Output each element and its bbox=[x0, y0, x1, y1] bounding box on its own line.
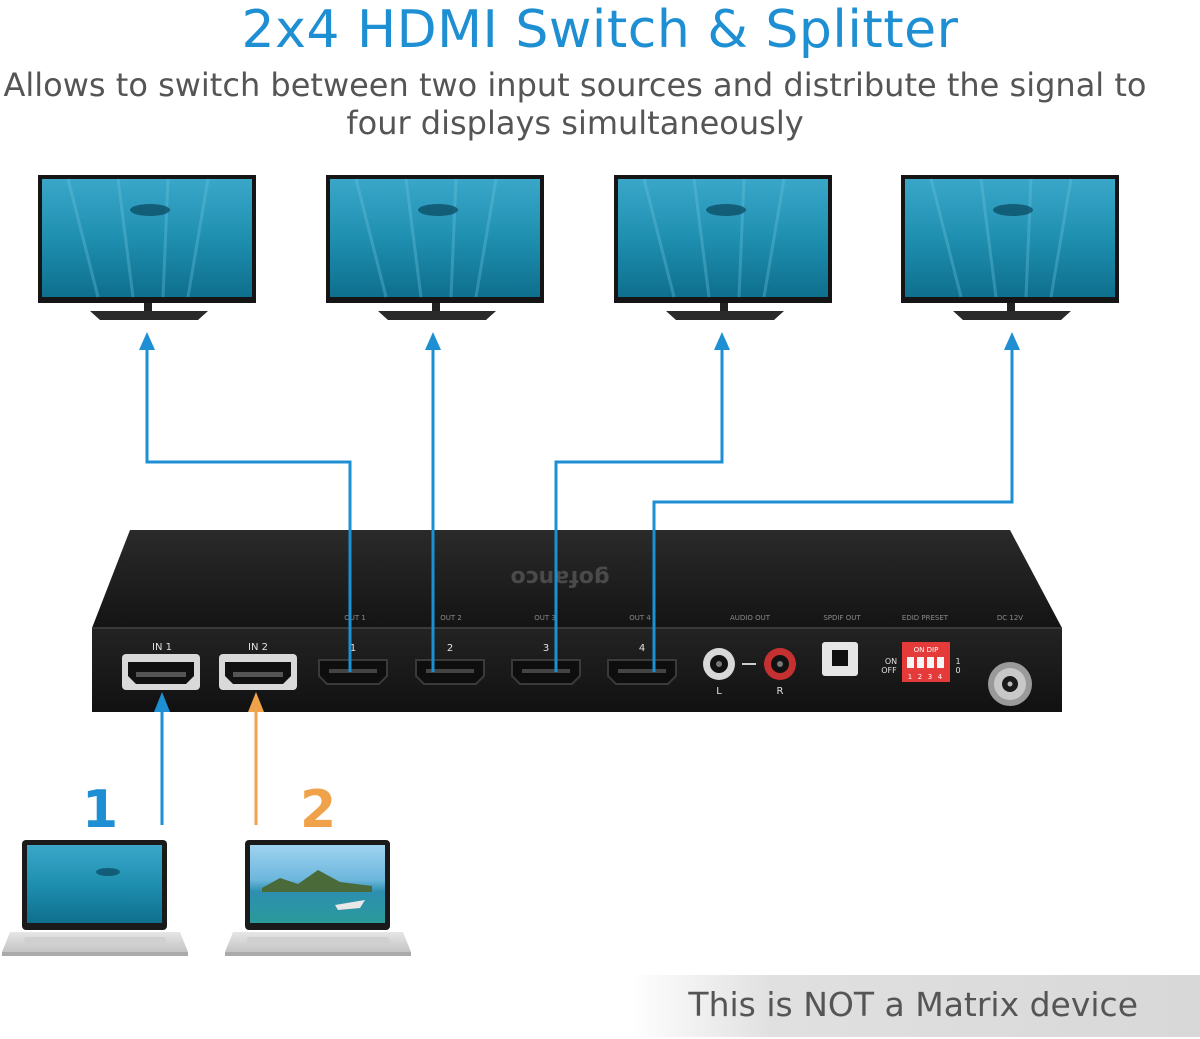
input-1-port bbox=[122, 654, 200, 690]
audio-left-label: L bbox=[716, 686, 722, 697]
edid-label: EDID PRESET bbox=[902, 614, 949, 622]
spdif-label: SPDIF OUT bbox=[823, 614, 861, 622]
arrowhead-display-2 bbox=[425, 332, 441, 350]
footer-banner: This is NOT a Matrix device bbox=[630, 975, 1200, 1037]
dip-off-label: OFF bbox=[881, 666, 897, 675]
dip-number-2: 2 bbox=[918, 673, 922, 681]
subtitle-line-1: Allows to switch between two input sourc… bbox=[3, 66, 1147, 104]
dip-one-label: 1 bbox=[955, 657, 960, 666]
output-2-port bbox=[415, 659, 485, 685]
brand-logo: gofanco bbox=[510, 565, 609, 590]
footer-note: This is NOT a Matrix device bbox=[688, 985, 1138, 1024]
subtitle-line-2: four displays simultaneously bbox=[346, 104, 804, 142]
hdmi-switch-device: gofanco IN 1 IN 2 OUT 1 OUT 2 OUT 3 OUT … bbox=[92, 530, 1062, 712]
dc-label: DC 12V bbox=[997, 614, 1023, 622]
dip-number-1: 1 bbox=[908, 673, 912, 681]
dip-zero-label: 0 bbox=[955, 666, 960, 675]
dc-power-jack bbox=[988, 662, 1032, 706]
output-3-header: OUT 3 bbox=[534, 614, 556, 622]
audio-out-label: AUDIO OUT bbox=[730, 614, 771, 622]
dip-number-3: 3 bbox=[928, 673, 932, 681]
output-1-header: OUT 1 bbox=[344, 614, 366, 622]
output-1-port bbox=[318, 659, 388, 685]
input-1-connection bbox=[154, 692, 170, 825]
input-2-label: IN 2 bbox=[248, 642, 268, 653]
input-1-label: IN 1 bbox=[152, 642, 172, 653]
output-4-label: 4 bbox=[639, 643, 645, 654]
source-2-number: 2 bbox=[300, 780, 337, 840]
output-4-line bbox=[652, 338, 1014, 672]
output-2-label: 2 bbox=[447, 643, 453, 654]
output-3-label: 3 bbox=[543, 643, 549, 654]
display-4 bbox=[899, 173, 1121, 322]
audio-right-jack bbox=[764, 648, 796, 680]
arrowhead-display-3 bbox=[714, 332, 730, 350]
laptop-source-1 bbox=[2, 840, 188, 956]
source-1-number: 1 bbox=[82, 780, 119, 840]
output-2-header: OUT 2 bbox=[440, 614, 462, 622]
dip-title: ON DIP bbox=[914, 646, 939, 654]
audio-left-jack bbox=[703, 648, 735, 680]
output-3-port bbox=[511, 659, 581, 685]
output-arrowheads bbox=[139, 332, 1020, 350]
output-4-header: OUT 4 bbox=[629, 614, 651, 622]
output-3-line bbox=[554, 338, 724, 672]
display-3 bbox=[612, 173, 834, 322]
audio-right-label: R bbox=[777, 686, 784, 697]
page-title: 2x4 HDMI Switch & Splitter bbox=[241, 0, 959, 60]
arrowhead-display-1 bbox=[139, 332, 155, 350]
display-2 bbox=[324, 173, 546, 322]
output-1-line bbox=[145, 338, 352, 672]
output-1-label: 1 bbox=[350, 643, 356, 654]
dip-switch bbox=[902, 642, 950, 682]
dip-on-label: ON bbox=[885, 657, 897, 666]
page-subtitle: Allows to switch between two input sourc… bbox=[0, 66, 1150, 142]
output-connections bbox=[145, 338, 1014, 672]
display-1 bbox=[36, 173, 258, 322]
dip-number-4: 4 bbox=[938, 673, 943, 681]
arrowhead-display-4 bbox=[1004, 332, 1020, 350]
output-4-port bbox=[607, 659, 677, 685]
input-2-port bbox=[219, 654, 297, 690]
laptop-source-2 bbox=[225, 840, 411, 956]
input-2-connection bbox=[248, 692, 264, 825]
spdif-port bbox=[822, 642, 858, 676]
